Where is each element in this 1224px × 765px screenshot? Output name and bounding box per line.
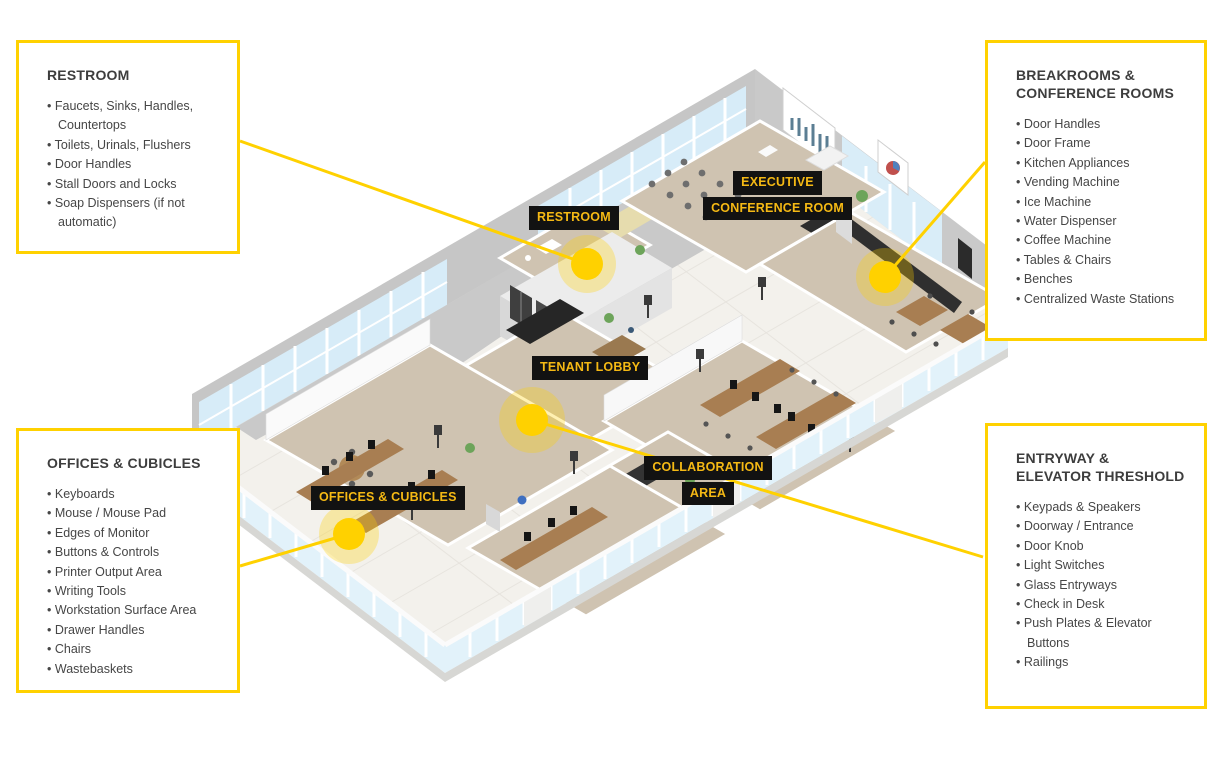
callout-item: Drawer Handles <box>47 621 221 640</box>
map-label-collaboration-area: COLLABORATION AREA <box>644 456 772 505</box>
callout-title: RESTROOM <box>47 67 130 83</box>
callout-item: Door Frame <box>1016 134 1188 153</box>
marker-offices <box>319 504 379 564</box>
callout-item: Buttons & Controls <box>47 543 221 562</box>
callout-item: Keyboards <box>47 485 221 504</box>
map-label-text: COLLABORATION <box>644 456 772 480</box>
map-label-text: RESTROOM <box>529 206 619 230</box>
callout-item: Wastebaskets <box>47 660 221 679</box>
map-label-text: EXECUTIVE <box>733 171 822 195</box>
callout-item: Tables & Chairs <box>1016 251 1188 270</box>
marker-breakroom <box>856 248 914 306</box>
map-label-text: TENANT LOBBY <box>532 356 649 380</box>
callout-item: Stall Doors and Locks <box>47 175 221 194</box>
callout-item: Glass Entryways <box>1016 576 1188 595</box>
callout-list: Faucets, Sinks, Handles, CountertopsToil… <box>47 97 221 233</box>
callout-item: Coffee Machine <box>1016 231 1188 250</box>
callout-item: Door Knob <box>1016 537 1188 556</box>
callout-item: Writing Tools <box>47 582 221 601</box>
callout-breakrooms-conference-rooms: BREAKROOMS & CONFERENCE ROOMS Door Handl… <box>985 40 1207 341</box>
map-label-text: CONFERENCE ROOM <box>703 196 852 220</box>
map-label-restroom: RESTROOM <box>529 206 619 230</box>
callout-item: Faucets, Sinks, Handles, Countertops <box>47 97 221 136</box>
leader-line-restroom <box>239 139 588 266</box>
callout-item: Centralized Waste Stations <box>1016 290 1188 309</box>
marker-entry-lobby <box>499 387 565 453</box>
callout-item: Light Switches <box>1016 556 1188 575</box>
callout-item: Vending Machine <box>1016 173 1188 192</box>
callout-item: Soap Dispensers (if not automatic) <box>47 194 221 233</box>
map-label-text: OFFICES & CUBICLES <box>311 486 465 510</box>
callout-item: Water Dispenser <box>1016 212 1188 231</box>
map-label-executive-conference-room: EXECUTIVE CONFERENCE ROOM <box>700 171 855 220</box>
callout-item: Ice Machine <box>1016 193 1188 212</box>
callout-item: Benches <box>1016 270 1188 289</box>
callout-item: Mouse / Mouse Pad <box>47 504 221 523</box>
marker-restroom <box>558 235 616 293</box>
callout-offices-cubicles: OFFICES & CUBICLES KeyboardsMouse / Mous… <box>16 428 240 693</box>
callout-title: BREAKROOMS & CONFERENCE ROOMS <box>1016 67 1174 101</box>
leader-line-entryway <box>531 418 984 559</box>
map-label-offices-cubicles: OFFICES & CUBICLES <box>311 486 465 510</box>
callout-item: Chairs <box>47 640 221 659</box>
callout-item: Door Handles <box>47 155 221 174</box>
callout-title: OFFICES & CUBICLES <box>47 455 201 471</box>
callout-item: Push Plates & Elevator Buttons <box>1016 614 1188 653</box>
callout-item: Door Handles <box>1016 115 1188 134</box>
callout-title: ENTRYWAY & ELEVATOR THRESHOLD <box>1016 450 1185 484</box>
callout-list: Door HandlesDoor FrameKitchen Appliances… <box>1016 115 1188 309</box>
callout-list: Keypads & SpeakersDoorway / EntranceDoor… <box>1016 498 1188 673</box>
callout-item: Toilets, Urinals, Flushers <box>47 136 221 155</box>
callout-item: Check in Desk <box>1016 595 1188 614</box>
callout-item: Edges of Monitor <box>47 524 221 543</box>
callout-item: Doorway / Entrance <box>1016 517 1188 536</box>
callout-restroom: RESTROOM Faucets, Sinks, Handles, Counte… <box>16 40 240 254</box>
callout-item: Kitchen Appliances <box>1016 154 1188 173</box>
callout-item: Printer Output Area <box>47 563 221 582</box>
callout-item: Keypads & Speakers <box>1016 498 1188 517</box>
callout-list: KeyboardsMouse / Mouse PadEdges of Monit… <box>47 485 221 679</box>
leader-line-offices <box>239 532 350 568</box>
whiteboard-pie-chart <box>877 138 909 197</box>
leader-line-breakrooms <box>883 161 987 278</box>
map-label-text: AREA <box>681 481 735 505</box>
map-label-tenant-lobby: TENANT LOBBY <box>532 356 649 380</box>
callout-entryway-elevator-threshold: ENTRYWAY & ELEVATOR THRESHOLD Keypads & … <box>985 423 1207 709</box>
callout-item: Workstation Surface Area <box>47 601 221 620</box>
callout-item: Railings <box>1016 653 1188 672</box>
